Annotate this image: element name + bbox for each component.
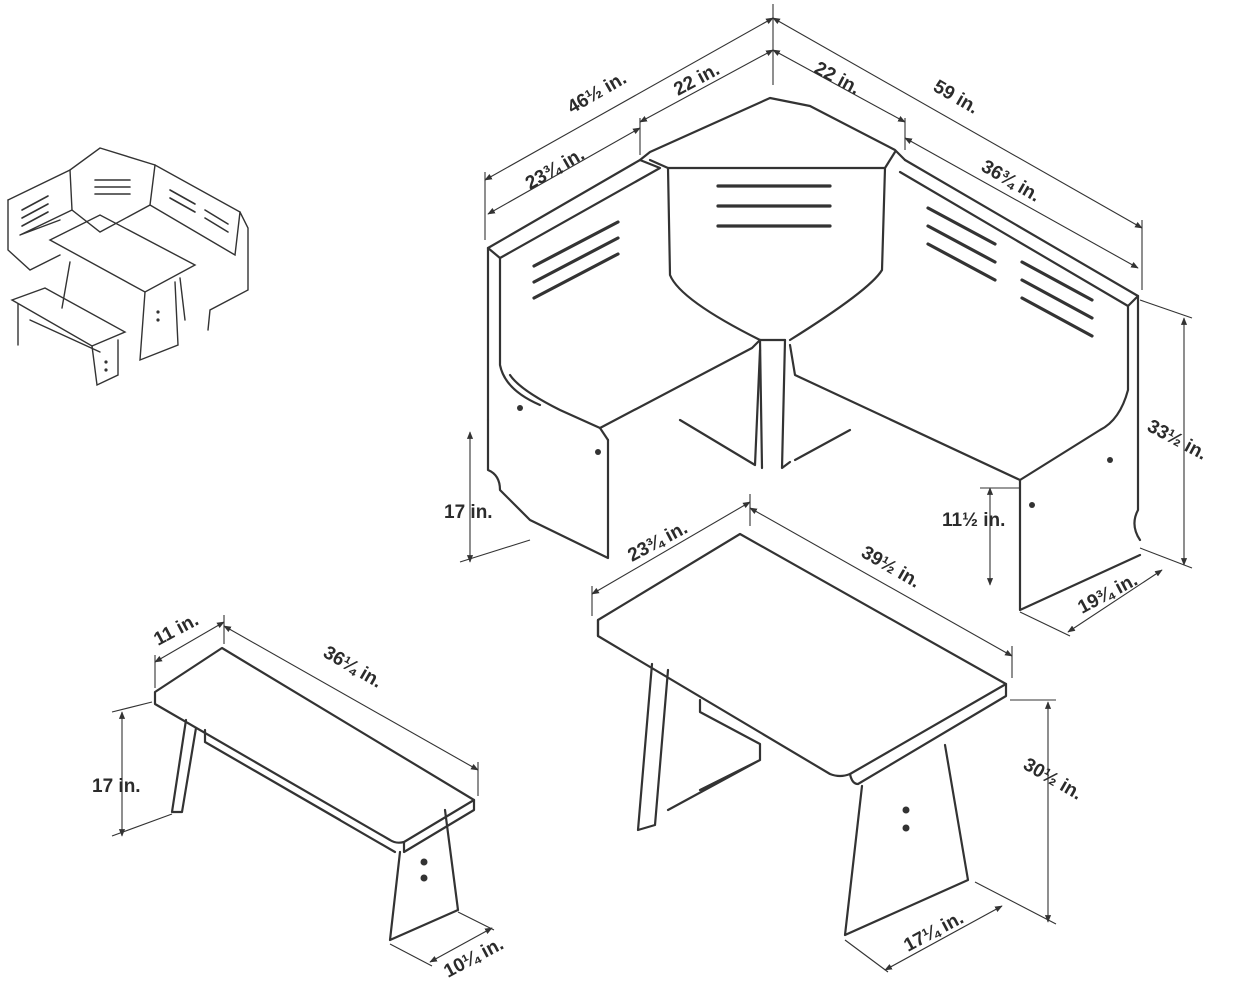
label-seat-to-floor-right: 11½ in. — [942, 510, 1005, 531]
label-table-base: 17¼ in. — [900, 908, 967, 957]
dimension-lines — [111, 4, 1193, 973]
small-bench — [153, 646, 476, 942]
label-corner-left: 22 in. — [670, 59, 723, 100]
label-overall-left: 46½ in. — [564, 68, 630, 118]
label-table-height: 30½ in. — [1020, 754, 1086, 804]
label-small-bench-length: 36¼ in. — [320, 642, 386, 692]
label-right-bench-back: 36¾ in. — [978, 156, 1044, 206]
label-table-length: 39½ in. — [858, 542, 924, 592]
label-small-bench-width: 11 in. — [150, 610, 202, 651]
corner-bench — [486, 96, 1142, 612]
label-corner-right: 22 in. — [811, 58, 864, 99]
label-small-bench-height: 17 in. — [92, 776, 141, 797]
label-back-height: 33½ in. — [1144, 416, 1211, 465]
dimension-labels: 46½ in. 22 in. 22 in. 59 in. 23¾ in. 36¾… — [92, 58, 1210, 983]
label-small-bench-base: 10¼ in. — [440, 934, 507, 983]
thumbnail-nook-set — [7, 147, 249, 387]
label-overall-right: 59 in. — [930, 76, 983, 118]
label-left-bench-back: 23¾ in. — [522, 144, 588, 194]
table — [596, 532, 1008, 937]
label-bench-depth: 19¾ in. — [1074, 570, 1141, 619]
label-seat-height: 17 in. — [444, 502, 493, 523]
